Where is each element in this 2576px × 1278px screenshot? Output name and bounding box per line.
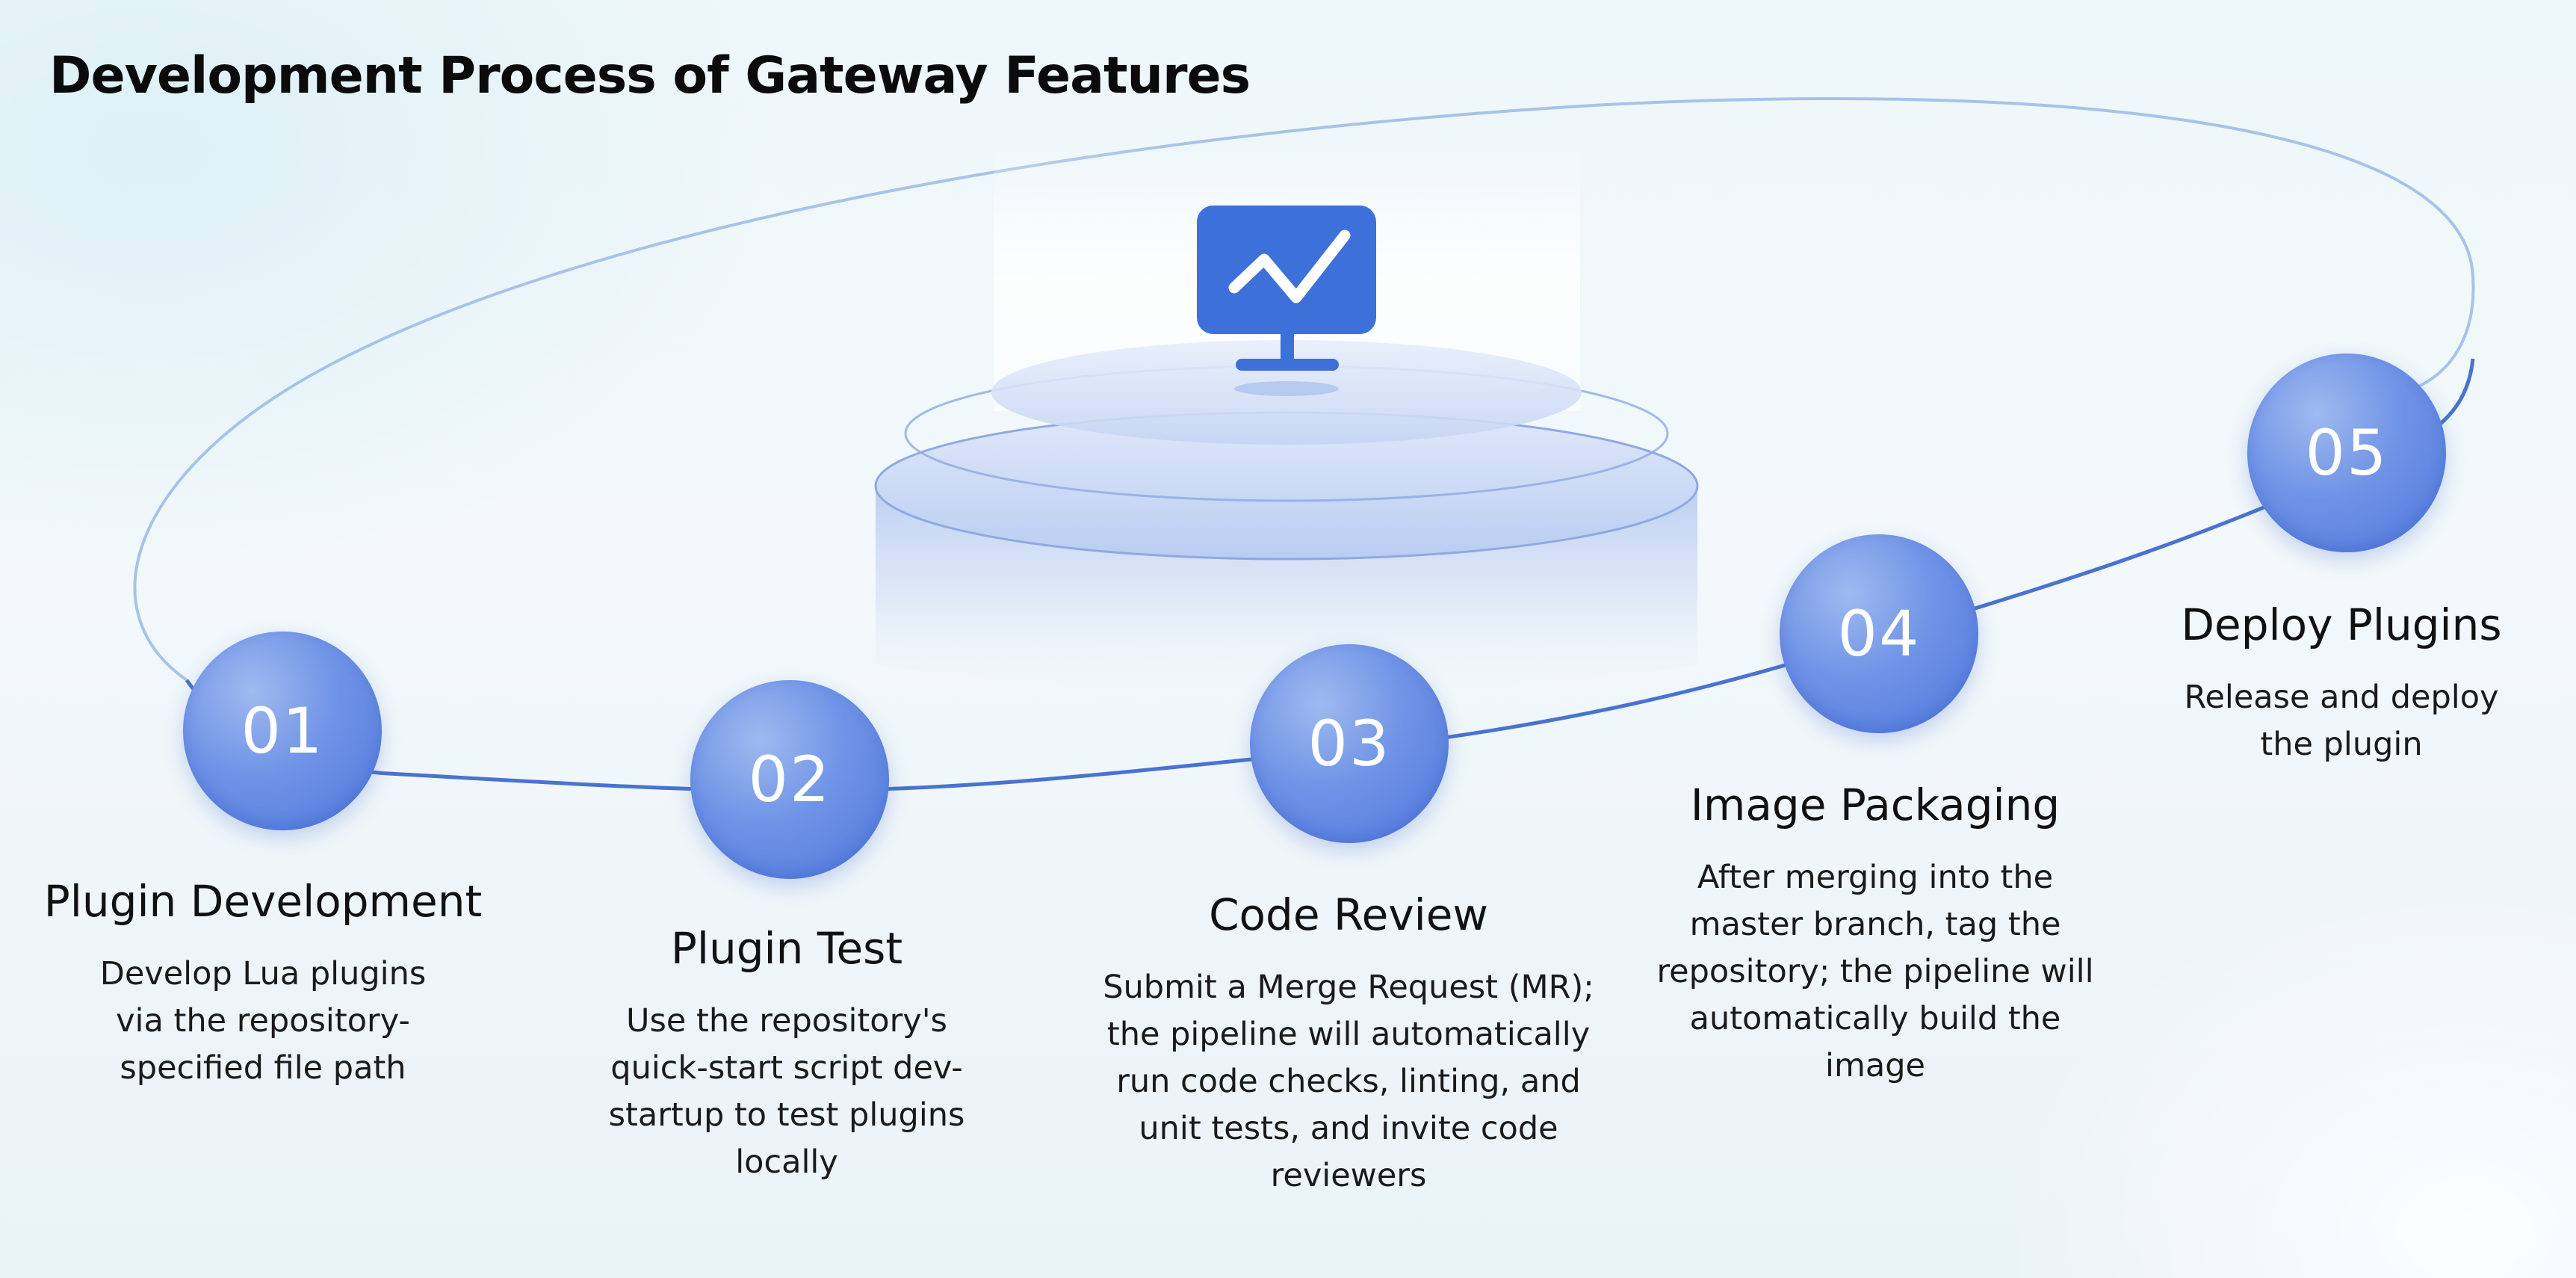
step-01-title: Plugin Development [43,876,483,927]
step-02-circle: 02 [690,680,889,879]
step-05-circle: 05 [2247,354,2446,552]
step-03-circle: 03 [1250,644,1449,843]
step-05-description: Release and deploy the plugin [2184,678,2499,763]
step-05-title: Deploy Plugins [2181,599,2502,650]
step-01-number: 01 [241,694,324,768]
step-02-description: Use the repository's quick-start script … [608,1001,965,1181]
step-03-description: Submit a Merge Request (MR); the pipelin… [1103,968,1594,1194]
step-05-number: 05 [2305,416,2388,490]
step-04-title: Image Packaging [1690,780,2061,830]
step-02-number: 02 [748,743,832,816]
step-04-circle: 04 [1780,534,1978,733]
step-04-description: After merging into the master branch, ta… [1656,858,2094,1084]
step-04-number: 04 [1837,597,1921,670]
step-05-text: Deploy Plugins Release and deploy the pl… [2132,599,2551,768]
step-01-text: Plugin Development Develop Lua plugins v… [0,876,547,1092]
step-03-number: 03 [1307,707,1391,780]
step-02-text: Plugin Test Use the repository's quick-s… [503,923,1071,1186]
step-03-text: Code Review Submit a Merge Request (MR);… [1050,889,1647,1200]
step-01-description: Develop Lua plugins via the repository- … [99,954,427,1087]
step-01-circle: 01 [183,632,382,830]
orbit-back [133,97,2475,682]
step-02-title: Plugin Test [670,923,903,974]
step-03-title: Code Review [1209,889,1488,940]
page-title: Development Process of Gateway Features [49,46,1251,105]
step-04-text: Image Packaging After merging into the m… [1591,780,2159,1090]
monitor-trend-icon [1197,206,1376,396]
